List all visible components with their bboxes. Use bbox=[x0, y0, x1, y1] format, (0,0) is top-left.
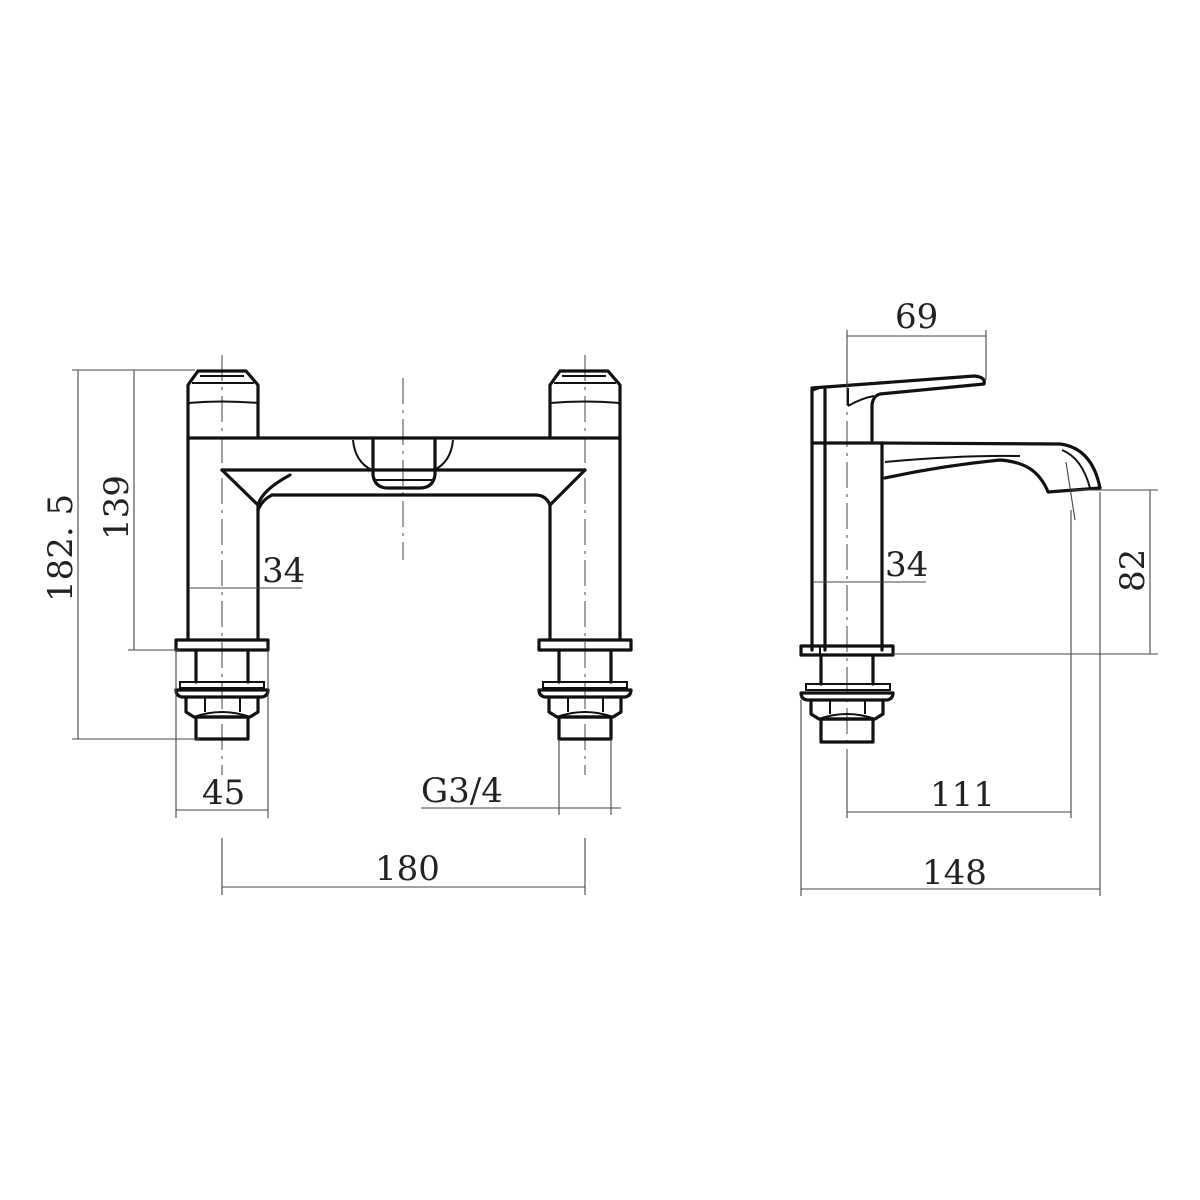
side-fitting bbox=[799, 644, 895, 744]
centres-label: 180 bbox=[375, 849, 440, 889]
dimension-overall-depth: 148 bbox=[800, 492, 1101, 896]
dimension-spout-height: 82 bbox=[893, 489, 1158, 655]
overall-height-label: 182. 5 bbox=[41, 494, 81, 602]
base-width-label: 45 bbox=[202, 773, 245, 813]
pillar-width-front-label: 34 bbox=[262, 551, 305, 591]
dimension-centres: 180 bbox=[221, 838, 586, 895]
spout-height-label: 82 bbox=[1113, 549, 1153, 592]
side-view: 69 34 82 111 148 bbox=[799, 297, 1158, 896]
dimension-lever-length: 69 bbox=[846, 297, 987, 390]
bridge-body bbox=[186, 436, 622, 642]
lever-length-label: 69 bbox=[895, 297, 938, 337]
thread-label: G3/4 bbox=[421, 771, 503, 811]
dimension-spout-reach: 111 bbox=[846, 510, 1072, 818]
dimension-overall-height: 182. 5 bbox=[41, 369, 200, 740]
left-handle bbox=[186, 369, 260, 440]
dimension-thread: G3/4 bbox=[421, 739, 621, 815]
overall-depth-label: 148 bbox=[922, 853, 987, 893]
right-fitting bbox=[537, 638, 633, 741]
side-body bbox=[810, 374, 986, 652]
spout-reach-label: 111 bbox=[930, 775, 995, 815]
pillar-width-side-label: 34 bbox=[885, 545, 928, 585]
front-view: 182. 5 139 34 45 G3/4 bbox=[41, 355, 633, 895]
dimension-pillar-width-front: 34 bbox=[188, 551, 305, 591]
dimension-base-width: 45 bbox=[175, 650, 269, 818]
left-fitting bbox=[174, 638, 270, 741]
dimension-body-height: 139 bbox=[97, 369, 188, 651]
side-spout bbox=[880, 441, 1102, 521]
body-height-label: 139 bbox=[97, 475, 137, 540]
dimension-pillar-width-side: 34 bbox=[812, 545, 928, 585]
right-handle bbox=[548, 369, 622, 440]
